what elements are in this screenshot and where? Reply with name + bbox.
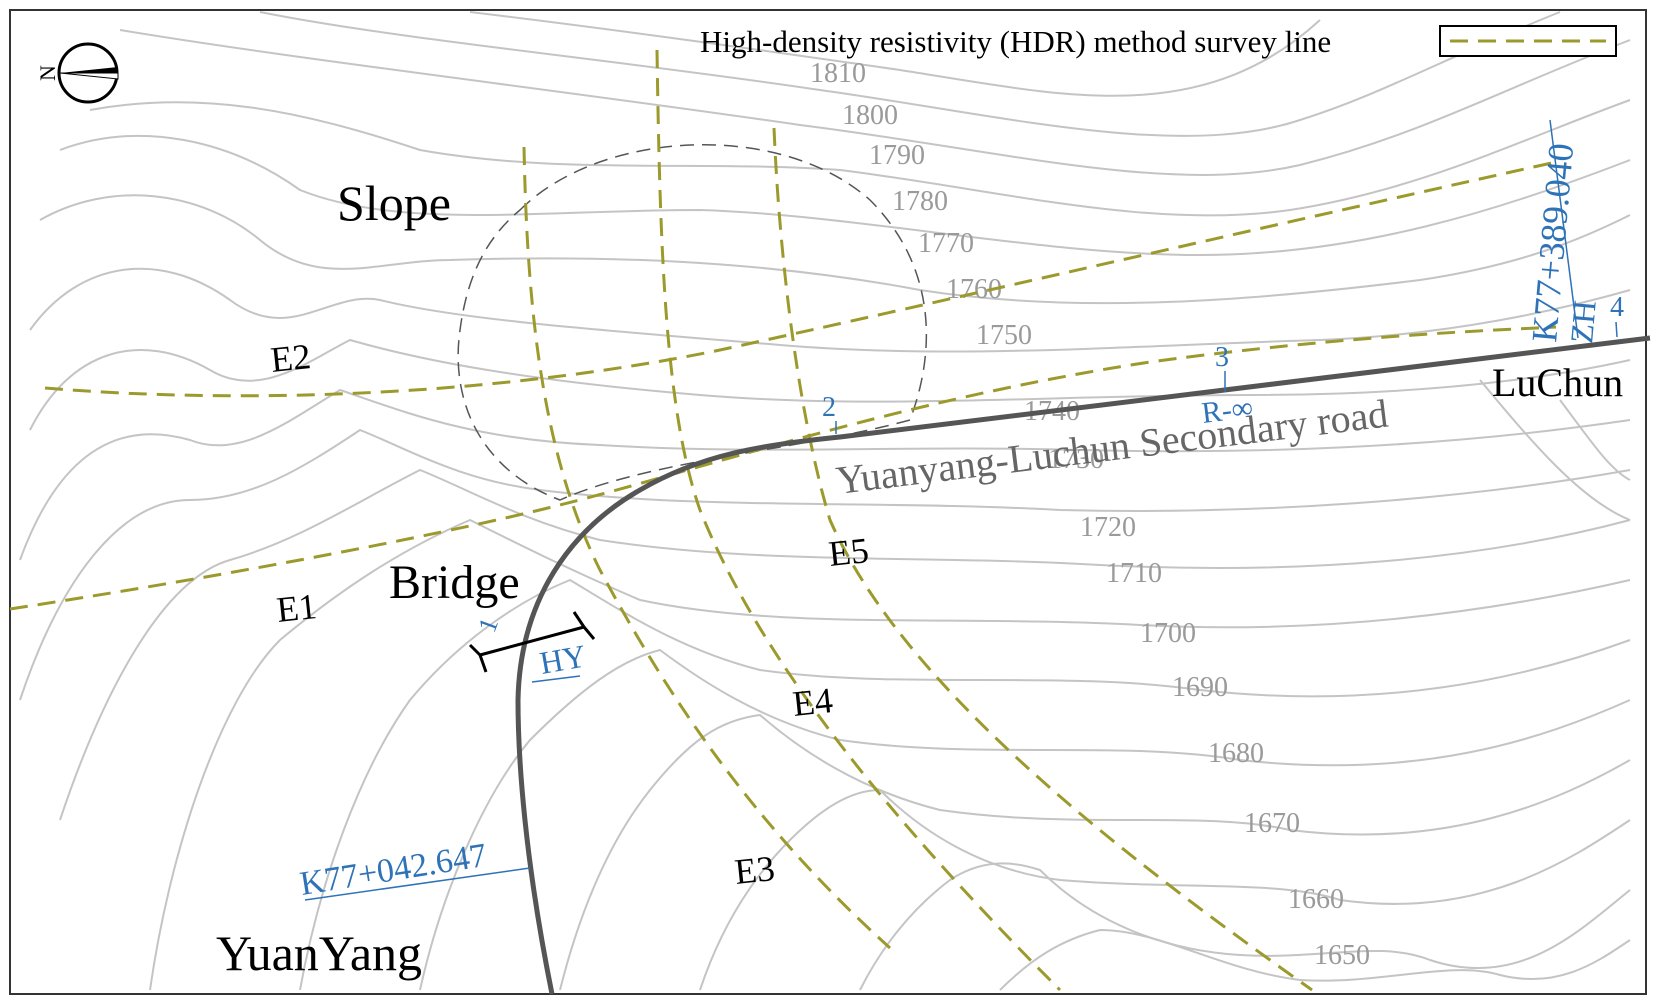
contour-line	[299, 578, 1631, 991]
contour-line	[119, 29, 1631, 176]
contour-label: 1810	[810, 58, 866, 89]
luchun-label: LuChun	[1492, 360, 1623, 405]
survey-label-e3: E3	[733, 848, 777, 892]
station-point-2: 2	[822, 392, 836, 423]
contour-labels: 1810 1800 1790 1780 1770 1760 1750 1740 …	[810, 58, 1370, 971]
slope-label: Slope	[337, 175, 451, 231]
contour-line	[149, 518, 1631, 991]
yuanyang-label: YuanYang	[216, 925, 422, 981]
survey-label-e4: E4	[791, 680, 835, 724]
contour-line	[259, 11, 1561, 137]
legend: High-density resistivity (HDR) method su…	[700, 24, 1617, 59]
map-frame	[9, 9, 1647, 995]
hy-station-label: HY	[537, 637, 589, 680]
contour-label: 1680	[1208, 738, 1264, 769]
contour-lines	[19, 11, 1631, 991]
bridge-label: Bridge	[389, 556, 520, 609]
north-arrow-icon: N	[35, 42, 119, 104]
contour-line	[559, 713, 1631, 991]
contour-label: 1660	[1288, 884, 1344, 915]
contour-line	[59, 134, 1631, 257]
contour-line	[1479, 379, 1631, 521]
legend-label: High-density resistivity (HDR) method su…	[700, 24, 1331, 59]
contour-label: 1710	[1106, 558, 1162, 589]
contour-line	[89, 99, 1631, 217]
road-centerline	[515, 335, 1651, 995]
contour-label: 1700	[1140, 618, 1196, 649]
contour-line	[19, 388, 1631, 561]
contour-label: 1750	[976, 320, 1032, 351]
contour-label: 1790	[869, 140, 925, 171]
contour-label: 1720	[1080, 512, 1136, 543]
contour-label: 1690	[1172, 672, 1228, 703]
contour-line	[19, 428, 1631, 701]
contour-label: 1650	[1314, 940, 1370, 971]
survey-line-e3	[522, 146, 892, 950]
survey-label-e2: E2	[269, 336, 313, 380]
radius-label: R-∞	[1200, 391, 1255, 430]
start-chainage-leader	[304, 867, 531, 901]
contour-label: 1800	[842, 100, 898, 131]
contour-line	[419, 648, 1631, 991]
north-label: N	[35, 65, 60, 81]
contour-line	[1559, 399, 1631, 481]
contour-line	[29, 338, 1631, 431]
survey-line-labels: E1 E2 E3 E4 E5	[269, 336, 871, 892]
contour-line	[699, 788, 1631, 991]
survey-label-e1: E1	[275, 586, 319, 630]
contour-line	[469, 11, 1321, 97]
contour-line	[999, 928, 1631, 991]
end-chainage-leader	[1549, 119, 1579, 339]
contour-line	[59, 468, 1631, 821]
station-point-4: 4	[1610, 292, 1624, 323]
contour-line	[39, 194, 1631, 305]
survey-label-e5: E5	[827, 530, 871, 574]
zh-station-label: ZH	[1563, 299, 1603, 345]
contour-label: 1780	[892, 186, 948, 217]
contour-label: 1770	[918, 228, 974, 259]
bridge-symbol	[468, 611, 596, 673]
station-point-3: 3	[1215, 342, 1229, 373]
contour-label: 1670	[1244, 808, 1300, 839]
legend-swatch-box	[1439, 25, 1617, 57]
contour-label: 1730	[1048, 444, 1104, 475]
